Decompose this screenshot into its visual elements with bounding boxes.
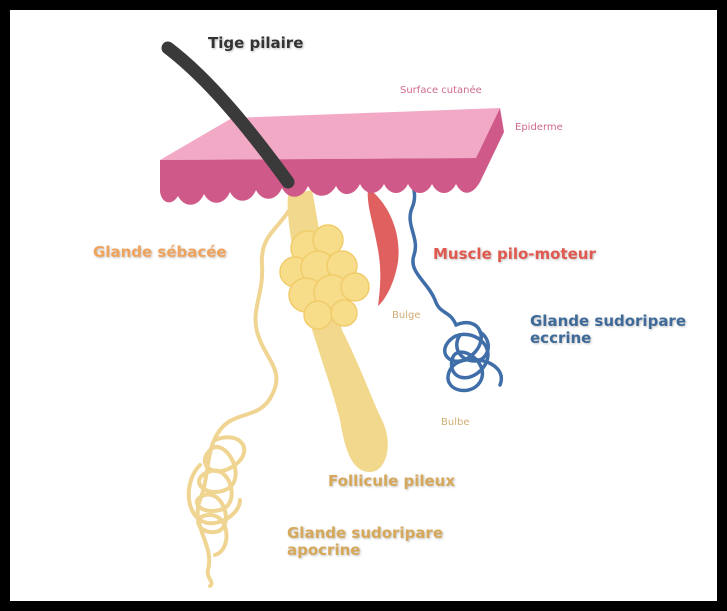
label-tige-pilaire: Tige pilaire (208, 35, 303, 52)
label-muscle-pilo-moteur: Muscle pilo-moteur (433, 246, 596, 263)
diagram-frame: Tige pilaire Surface cutanée Epiderme Gl… (10, 10, 717, 601)
label-glande-sebacee: Glande sébacée (93, 244, 227, 261)
label-eccrine-line-2: eccrine (530, 330, 686, 347)
label-bulge: Bulge (392, 310, 420, 322)
label-follicule-pileux: Follicule pileux (328, 473, 455, 490)
label-epiderme: Epiderme (515, 122, 563, 134)
label-bulbe: Bulbe (441, 417, 469, 429)
arrector-pili-muscle (368, 188, 399, 306)
label-glande-sudoripare-apocrine: Glande sudoripare apocrine (287, 525, 443, 560)
label-glande-sudoripare-eccrine: Glande sudoripare eccrine (530, 313, 686, 348)
skin-surface (160, 108, 500, 160)
label-eccrine-line-1: Glande sudoripare (530, 313, 686, 330)
label-apocrine-line-1: Glande sudoripare (287, 525, 443, 542)
eccrine-sweat-gland (410, 160, 501, 391)
apocrine-sweat-gland (189, 206, 292, 586)
skin-anatomy-diagram (10, 10, 717, 601)
label-surface-cutanee: Surface cutanée (400, 85, 482, 97)
sebaceous-gland (280, 225, 369, 329)
label-apocrine-line-2: apocrine (287, 542, 443, 559)
